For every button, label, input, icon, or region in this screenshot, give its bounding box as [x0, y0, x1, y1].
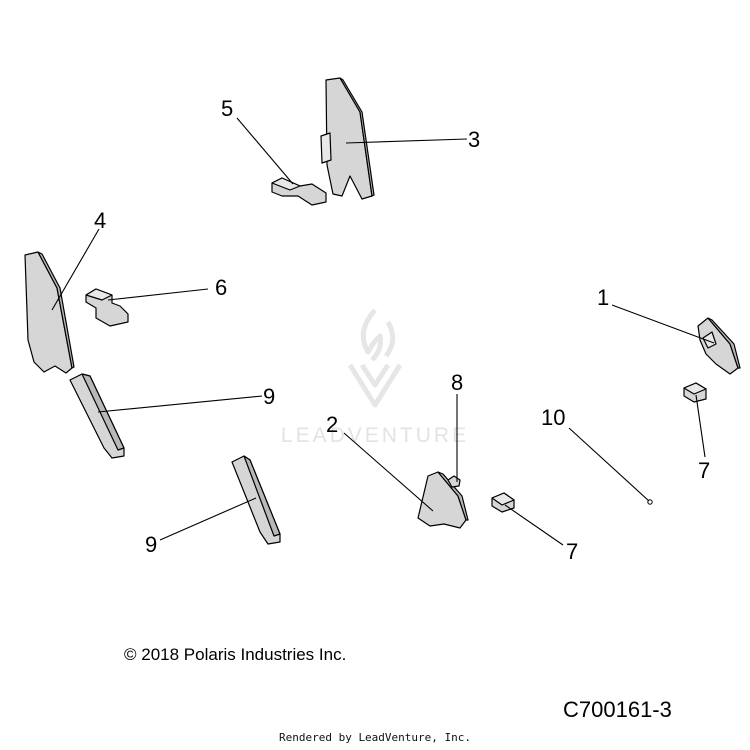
part-3-panel — [320, 77, 375, 200]
callout-labels: 5 3 4 6 1 9 8 10 2 7 9 7 — [94, 96, 710, 564]
leadventure-watermark: LEADVENTURE — [281, 308, 469, 447]
callout-7-center: 7 — [566, 539, 578, 564]
part-9-strip-lower — [231, 455, 281, 545]
leader-4 — [51, 228, 100, 311]
leader-7b — [695, 394, 706, 458]
rendered-by-footer: Rendered by LeadVenture, Inc. — [278, 731, 472, 744]
part-9-strip-upper — [69, 373, 125, 459]
callout-6: 6 — [215, 275, 227, 300]
callout-3: 3 — [468, 127, 480, 152]
leader-6 — [107, 288, 209, 301]
callout-4: 4 — [94, 208, 106, 233]
leader-2 — [343, 432, 434, 512]
leader-9a — [97, 395, 263, 413]
part-5-block — [271, 177, 327, 206]
callout-10: 10 — [541, 405, 565, 430]
callout-9-upper: 9 — [263, 384, 275, 409]
part-7-pad-right — [683, 382, 707, 403]
v-logo-icon — [347, 363, 403, 408]
leader-9b — [159, 497, 257, 541]
leader-lines — [51, 117, 715, 546]
leader-10 — [568, 427, 650, 502]
part-2-bracket — [417, 471, 469, 529]
leader-7a — [504, 504, 564, 546]
copyright-notice: © 2018 Polaris Industries Inc. — [124, 645, 347, 664]
leader-5 — [236, 117, 294, 185]
part-6-block — [85, 288, 129, 327]
watermark-text: LEADVENTURE — [281, 424, 469, 447]
part-4-panel — [24, 251, 75, 374]
callout-9-lower: 9 — [145, 532, 157, 557]
drawing-number: C700161-3 — [563, 697, 672, 722]
callout-1: 1 — [597, 285, 609, 310]
callout-7-right: 7 — [698, 458, 710, 483]
part-1-bracket — [697, 317, 741, 375]
callout-2: 2 — [326, 412, 338, 437]
callout-5: 5 — [221, 96, 233, 121]
flame-icon — [360, 308, 396, 362]
callout-8: 8 — [451, 370, 463, 395]
leader-3 — [345, 138, 468, 144]
leader-1 — [611, 304, 715, 344]
